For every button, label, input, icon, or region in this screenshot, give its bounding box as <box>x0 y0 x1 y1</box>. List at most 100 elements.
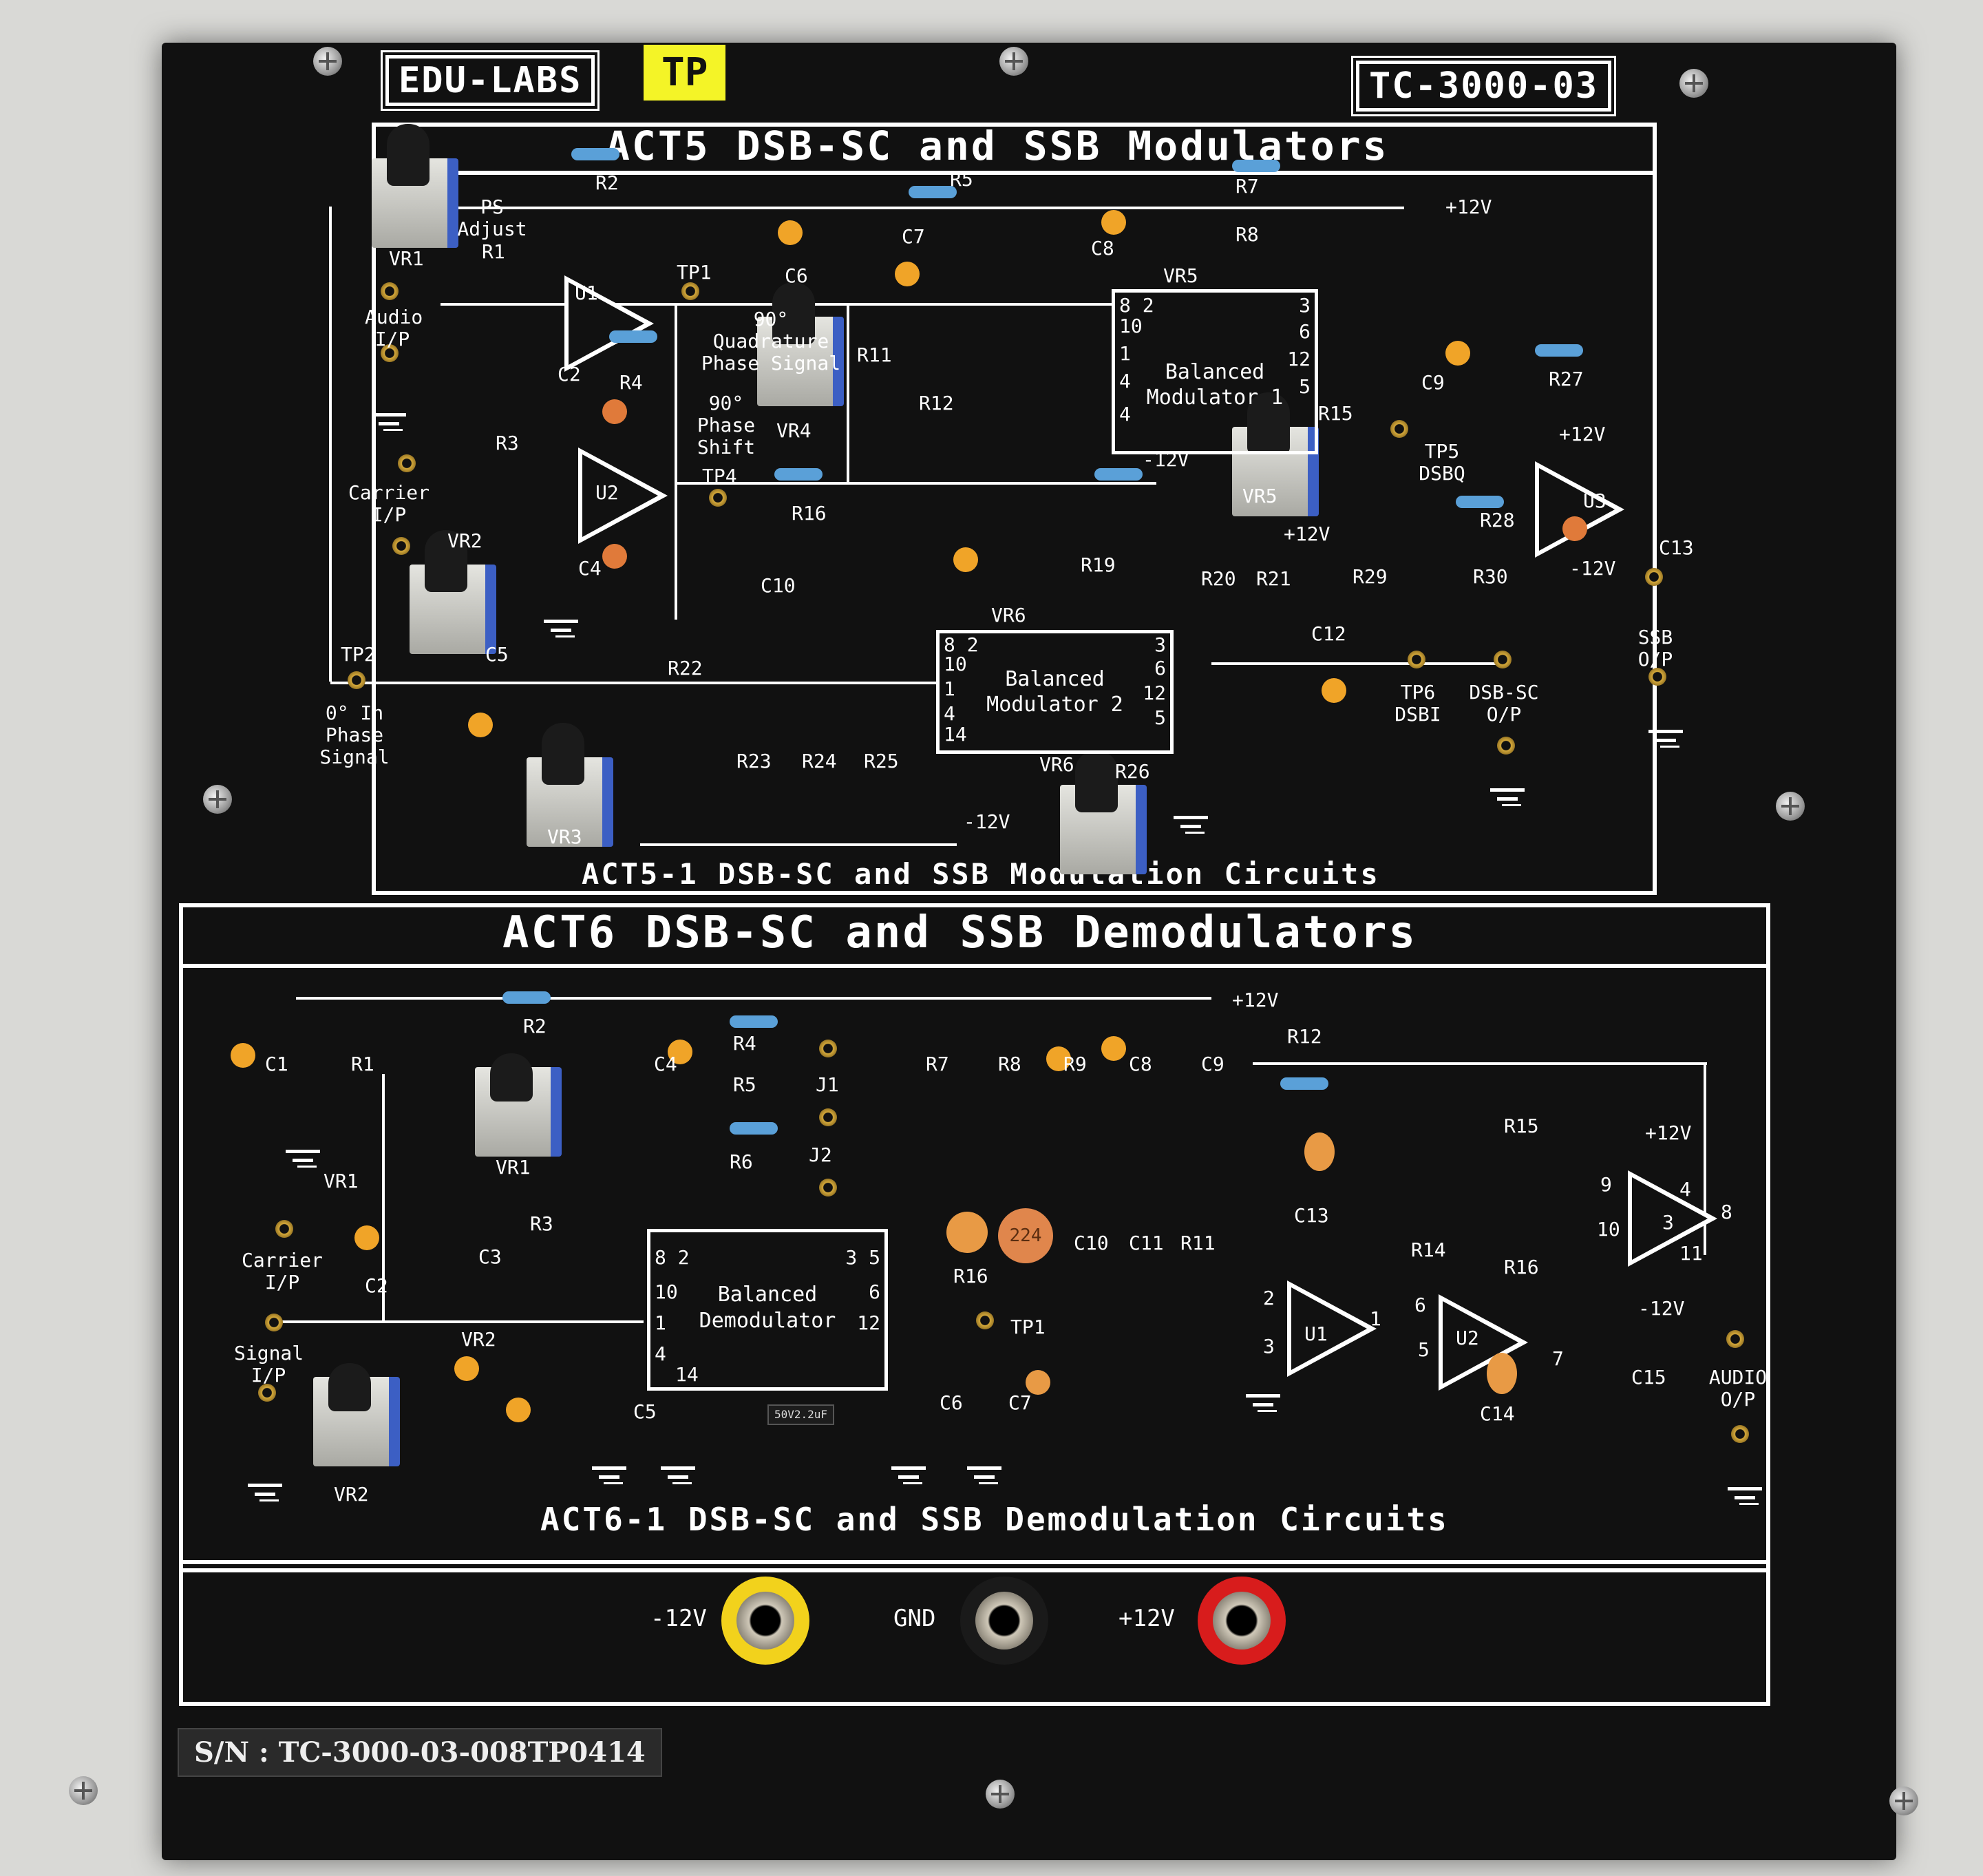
potentiometer-vr1[interactable] <box>372 124 458 248</box>
capacitor <box>668 1040 692 1064</box>
cap-code-224: 224 <box>998 1208 1053 1263</box>
jack-dsbsc-op-gnd[interactable] <box>1497 737 1515 755</box>
ground-symbol <box>544 620 578 640</box>
label-r11: R11 <box>857 344 892 366</box>
ground-symbol <box>1174 816 1208 836</box>
jack-tp1[interactable] <box>681 282 699 300</box>
pin-label: 6 <box>1154 657 1166 679</box>
jack-j2-top[interactable] <box>819 1108 837 1126</box>
jack-audio-op[interactable] <box>1726 1330 1744 1348</box>
jack-tp5[interactable] <box>1390 420 1408 438</box>
jack-audio-ip[interactable] <box>381 282 399 300</box>
opamp-u2-symbol <box>578 447 668 544</box>
trace <box>382 1074 385 1322</box>
resistor <box>1232 160 1280 172</box>
serial-number: S/N : TC-3000-03-008TP0414 <box>178 1728 662 1777</box>
label-c10: C10 <box>1074 1232 1109 1254</box>
screw-icon <box>999 47 1028 76</box>
potentiometer-vr4[interactable] <box>757 282 844 406</box>
pin-label: 12 <box>857 1311 880 1334</box>
jack-j1[interactable] <box>819 1040 837 1057</box>
label-r6b: R16 <box>1504 1256 1539 1278</box>
jack-audio-ip-gnd[interactable] <box>381 344 399 362</box>
jack-tp1[interactable] <box>976 1311 994 1329</box>
jack-carrier-ip-gnd[interactable] <box>392 537 410 555</box>
pin-label: 6 <box>1414 1294 1426 1316</box>
label-vr6-sym: VR6 <box>991 604 1026 626</box>
label-tp4: TP4 <box>702 465 737 487</box>
label-c7: C7 <box>902 225 925 248</box>
jack-tp6[interactable] <box>1408 651 1425 668</box>
label-vr2-sym: VR2 <box>461 1328 496 1351</box>
pin-label: 8 2 <box>944 633 979 656</box>
banana-jack-neg12[interactable] <box>721 1577 809 1665</box>
capacitor <box>602 399 627 424</box>
label-j2: J2 <box>809 1143 832 1166</box>
potentiometer-vr3[interactable] <box>527 723 613 847</box>
label-r21: R21 <box>1256 567 1291 590</box>
label-minus12-c: -12V <box>964 810 1010 833</box>
pin-label: 5 <box>1418 1338 1430 1361</box>
trace <box>1704 1062 1706 1255</box>
pin-label: 6 <box>869 1280 880 1303</box>
label-r3: R3 <box>530 1212 553 1235</box>
pin-label: 14 <box>944 723 967 746</box>
ic-name: Demodulator <box>699 1308 836 1333</box>
label-u2: U2 <box>1456 1327 1479 1349</box>
pin-label: 1 <box>1370 1307 1381 1330</box>
pin-label: 10 <box>1597 1218 1620 1241</box>
jack-tp4[interactable] <box>709 489 727 507</box>
label-u1: U1 <box>1304 1322 1328 1345</box>
jack-tp2[interactable] <box>348 671 365 689</box>
label-ps-adjust: PS Adjust <box>457 196 527 241</box>
label-pos12: +12V <box>1118 1605 1175 1632</box>
label-audio-ip: Audio I/P <box>365 306 423 351</box>
label-dsbsc-op: DSB-SC O/P <box>1469 681 1539 726</box>
jack-signal-ip-gnd[interactable] <box>258 1384 276 1402</box>
resistor <box>1535 344 1583 357</box>
pin-label: 10 <box>1119 315 1143 337</box>
capacitor <box>1101 1036 1126 1061</box>
potentiometer-vr6[interactable] <box>1060 750 1147 874</box>
label-r8: R8 <box>1236 223 1259 246</box>
resistor <box>730 1015 778 1028</box>
jack-audio-op-gnd[interactable] <box>1731 1425 1749 1443</box>
jack-ssb-op[interactable] <box>1645 568 1663 586</box>
label-r29: R29 <box>1353 565 1388 588</box>
label-c13: C13 <box>1659 536 1694 559</box>
capacitor <box>1026 1370 1050 1395</box>
label-vr3: VR3 <box>547 825 582 848</box>
jack-dsbsc-op[interactable] <box>1494 651 1512 668</box>
label-c2: C2 <box>558 363 581 386</box>
label-tp5: TP5 DSBQ <box>1419 440 1465 485</box>
label-plus12-b: +12V <box>1559 423 1606 445</box>
label-r16: R16 <box>792 502 827 525</box>
jack-j2[interactable] <box>819 1179 837 1197</box>
label-c15: C15 <box>1631 1366 1666 1389</box>
potentiometer-vr2[interactable] <box>410 530 496 654</box>
label-j1: J1 <box>816 1073 839 1096</box>
label-minus12-b: -12V <box>1569 557 1616 580</box>
opamp-u1-symbol <box>1287 1280 1377 1377</box>
jack-signal-ip-in[interactable] <box>265 1314 283 1331</box>
jack-carrier-ip[interactable] <box>398 454 416 472</box>
potentiometer-vr1[interactable] <box>475 1053 562 1157</box>
label-r12: R12 <box>1287 1025 1322 1048</box>
potentiometer-vr5[interactable] <box>1232 392 1319 516</box>
screw-icon <box>313 47 342 76</box>
capacitor <box>778 220 803 245</box>
act5-subtitle: ACT5-1 DSB-SC and SSB Modulation Circuit… <box>582 857 1380 891</box>
resistor <box>609 330 657 343</box>
banana-jack-pos12[interactable] <box>1198 1577 1286 1665</box>
potentiometer-vr2[interactable] <box>313 1363 400 1466</box>
label-r11: R11 <box>1180 1232 1216 1254</box>
label-c14: C14 <box>1480 1402 1515 1425</box>
label-c10: C10 <box>761 574 796 597</box>
pin-label: 3 <box>1299 294 1311 317</box>
divider <box>372 171 1653 175</box>
banana-jack-gnd[interactable] <box>960 1577 1048 1665</box>
jack-carrier-ip[interactable] <box>275 1220 293 1238</box>
jack-ssb-op-gnd[interactable] <box>1648 668 1666 686</box>
trace <box>847 303 849 482</box>
label-c7: C7 <box>1008 1391 1032 1414</box>
